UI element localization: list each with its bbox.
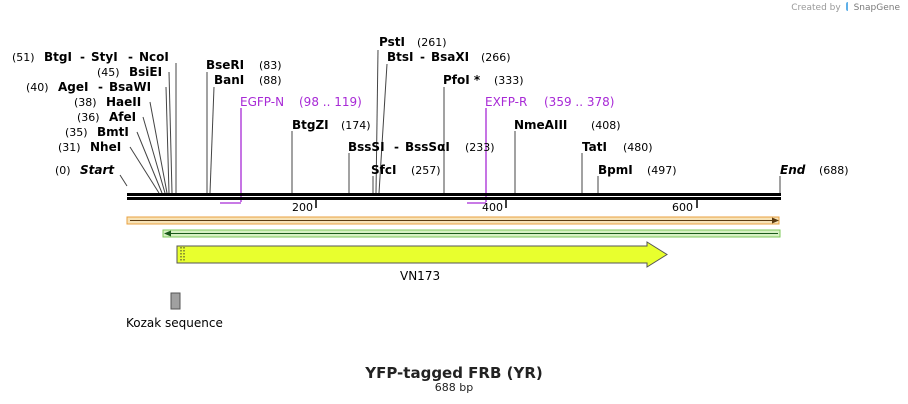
site-pos-tati: (480) <box>623 141 653 154</box>
site-afei[interactable]: AfeI <box>109 110 136 124</box>
site-btsi[interactable]: BtsI <box>387 50 414 64</box>
site-labels-middle: BseRI (83) BanI (88) EGFP-N (98 .. 119) … <box>206 35 614 177</box>
ruler-label-200: 200 <box>292 201 313 214</box>
green-feature-bar[interactable] <box>162 229 781 238</box>
map-length: 688 bp <box>434 381 474 394</box>
site-pos-bmti: (35) <box>65 126 88 139</box>
site-pos-bpmi: (497) <box>647 164 677 177</box>
sequence-backbone <box>127 193 781 200</box>
site-pos-sfci: (257) <box>411 164 441 177</box>
site-pos-nmeaiii: (408) <box>591 119 621 132</box>
site-sfci[interactable]: SfcI <box>371 163 396 177</box>
site-psti[interactable]: PstI <box>379 35 405 49</box>
kozak-feature[interactable]: Kozak sequence <box>126 292 223 330</box>
credit-prefix: Created by <box>791 3 841 13</box>
site-bsiei[interactable]: BsiEI <box>129 65 162 79</box>
kozak-label: Kozak sequence <box>126 316 223 330</box>
credit-line: Created by SnapGene <box>791 2 900 13</box>
site-leader-lines <box>119 49 781 194</box>
primer-egfp-n-range: (98 .. 119) <box>299 95 362 109</box>
svg-text:-: - <box>394 140 399 154</box>
site-nhei[interactable]: NheI <box>90 140 121 154</box>
credit-brand: SnapGene <box>853 3 900 13</box>
site-agei[interactable]: AgeI <box>58 80 88 94</box>
site-btgzi[interactable]: BtgZI <box>292 118 329 132</box>
site-pos-pfoi: (333) <box>494 74 524 87</box>
site-pos-btgzi: (174) <box>341 119 371 132</box>
primer-exfp-r-range: (359 .. 378) <box>544 95 614 109</box>
vn173-feature-arrow[interactable]: VN173 <box>176 241 668 283</box>
site-pos-bseri: (83) <box>259 59 282 72</box>
svg-text:-: - <box>98 80 103 94</box>
site-pos-psti: (261) <box>417 36 447 49</box>
ruler: 200 400 600 <box>292 200 698 214</box>
site-pfoi[interactable]: PfoI * <box>443 73 481 87</box>
site-start[interactable]: Start <box>80 163 115 177</box>
svg-text:-: - <box>420 50 425 64</box>
svg-text:-: - <box>128 50 133 64</box>
site-pos-start: (0) <box>55 164 71 177</box>
site-bseri[interactable]: BseRI <box>206 58 244 72</box>
site-pos-bsiei: (45) <box>97 66 120 79</box>
site-styi[interactable]: StyI <box>91 50 118 64</box>
svg-text:-: - <box>80 50 85 64</box>
site-bsawi[interactable]: BsaWI <box>109 80 151 94</box>
site-ncoi[interactable]: NcoI <box>139 50 169 64</box>
site-pos-bani: (88) <box>259 74 282 87</box>
site-tati[interactable]: TatI <box>582 140 607 154</box>
site-bpmi[interactable]: BpmI <box>598 163 633 177</box>
site-bsssi[interactable]: BssSI <box>348 140 385 154</box>
site-pos-btsi: (266) <box>481 51 511 64</box>
primer-egfp-n[interactable]: EGFP-N <box>240 95 284 109</box>
site-labels-left: (51) BtgI - StyI - NcoI (45) BsiEI (40) … <box>12 50 169 177</box>
primer-exfp-r[interactable]: EXFP-R <box>485 95 527 109</box>
site-nmeaiii[interactable]: NmeAIII <box>514 118 567 132</box>
ruler-label-400: 400 <box>482 201 503 214</box>
site-btgi[interactable]: BtgI <box>44 50 72 64</box>
site-bsssai[interactable]: BssSαI <box>405 140 450 154</box>
site-end[interactable]: End <box>780 163 806 177</box>
site-labels-right: NmeAIII (408) TatI (480) BpmI (497) End … <box>514 118 849 177</box>
site-pos-bsssi: (233) <box>465 141 495 154</box>
ruler-label-600: 600 <box>672 201 693 214</box>
site-bmti[interactable]: BmtI <box>97 125 129 139</box>
orange-feature-bar[interactable] <box>126 216 780 225</box>
snapgene-logo-icon <box>845 2 853 11</box>
site-pos-btgi: (51) <box>12 51 35 64</box>
primer-lines <box>220 108 487 204</box>
site-pos-agei: (40) <box>26 81 49 94</box>
site-bani[interactable]: BanI <box>214 73 244 87</box>
site-pos-afei: (36) <box>77 111 100 124</box>
site-pos-haeii: (38) <box>74 96 97 109</box>
site-pos-nhei: (31) <box>58 141 81 154</box>
vn173-label: VN173 <box>400 269 440 283</box>
site-bsaxi[interactable]: BsaXI <box>431 50 469 64</box>
site-haeii[interactable]: HaeII <box>106 95 141 109</box>
map-title: YFP-tagged FRB (YR) <box>365 364 543 382</box>
site-pos-end: (688) <box>819 164 849 177</box>
